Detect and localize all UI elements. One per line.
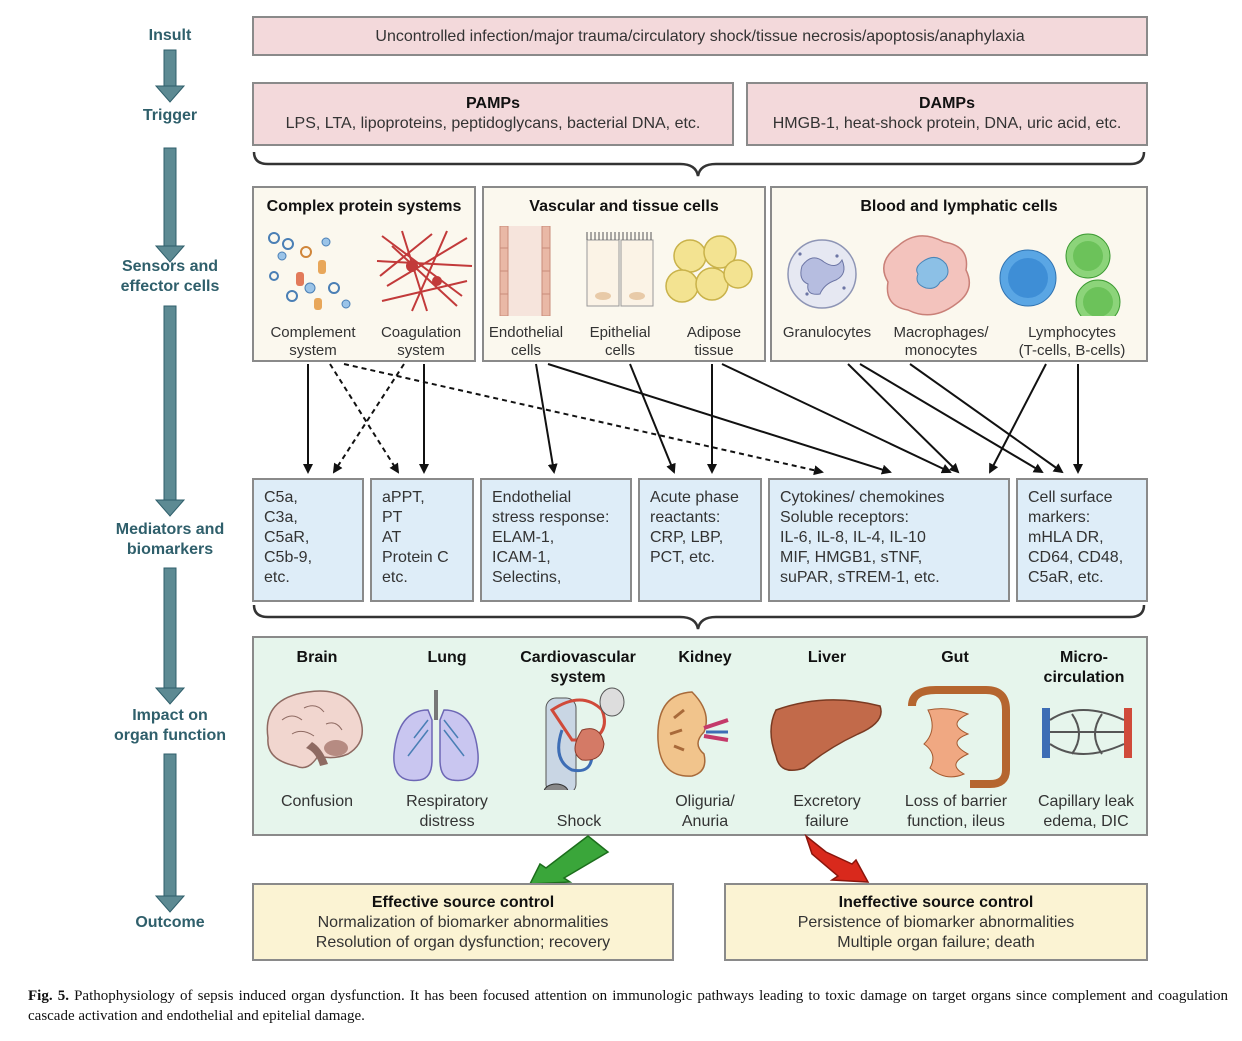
mediator-complement-box: C5a,C3a,C5aR,C5b-9,etc. bbox=[252, 478, 364, 602]
blood-lymphatic-title: Blood and lymphatic cells bbox=[860, 198, 1058, 215]
effective-outcome-box: Effective source control Normalization o… bbox=[252, 883, 674, 961]
sensor-mediator-arrows bbox=[303, 363, 1083, 476]
stage-arrow-sensors-mediators bbox=[154, 305, 186, 517]
organ-title-lung: Lung bbox=[427, 649, 467, 666]
macrophages-label: Macrophages/monocytes bbox=[893, 324, 989, 359]
organ-illustrations bbox=[266, 686, 1132, 790]
effective-outcome-title: Effective source control bbox=[371, 894, 555, 911]
kidney-icon bbox=[657, 691, 729, 777]
stage-arrow-trigger-sensors bbox=[154, 147, 186, 263]
liver-icon bbox=[770, 699, 882, 771]
stage-arrow-insult-trigger bbox=[154, 49, 186, 103]
bad-outcome-arrow bbox=[804, 834, 870, 883]
organ-title-liver: Liver bbox=[807, 649, 847, 666]
granulocyte-icon bbox=[787, 239, 857, 309]
organ-title-microcirculation: Micro-circulation bbox=[1043, 649, 1125, 686]
stage-arrow-mediators-impact bbox=[154, 567, 186, 705]
microcirculation-icon bbox=[1042, 708, 1132, 758]
figure-caption: Fig. 5. Pathophysiology of sepsis induce… bbox=[28, 986, 1228, 1026]
ineffective-outcome-box: Ineffective source control Persistence o… bbox=[724, 883, 1148, 961]
stage-impact-label: Impact on organ function bbox=[114, 707, 226, 744]
organ-title-brain: Brain bbox=[296, 649, 338, 666]
complex-protein-title: Complex protein systems bbox=[266, 198, 462, 215]
lymphocytes-label: Lymphocytes(T-cells, B-cells) bbox=[1018, 324, 1126, 359]
insult-box: Uncontrolled infection/major trauma/circ… bbox=[252, 16, 1148, 56]
lung-icon bbox=[393, 690, 479, 782]
stage-arrow-impact-outcome bbox=[154, 753, 186, 913]
lymphocyte-icon bbox=[999, 233, 1121, 316]
brace-mediators bbox=[252, 604, 1146, 630]
vascular-tissue-title: Vascular and tissue cells bbox=[529, 198, 719, 215]
damps-box: DAMPs HMGB-1, heat-shock protein, DNA, u… bbox=[746, 82, 1148, 146]
organ-effect-cardiovascular: Shock bbox=[556, 813, 602, 830]
organ-effect-kidney: Oliguria/Anuria bbox=[675, 793, 735, 830]
caption-label: Fig. 5. bbox=[28, 988, 69, 1004]
ineffective-outcome-title: Ineffective source control bbox=[838, 894, 1034, 911]
outcome-arrows bbox=[529, 834, 870, 884]
stage-insult-label: Insult bbox=[148, 27, 192, 44]
damps-text: HMGB-1, heat-shock protein, DNA, uric ac… bbox=[772, 115, 1122, 132]
complex-protein-box: Complex protein systems bbox=[252, 186, 476, 362]
adipose-icon bbox=[665, 235, 753, 303]
coagulation-icon bbox=[376, 230, 473, 312]
sensor-illustrations bbox=[268, 226, 1121, 316]
pamps-text: LPS, LTA, lipoproteins, peptidoglycans, … bbox=[285, 115, 701, 132]
stage-trigger-label: Trigger bbox=[142, 107, 198, 124]
organ-title-gut: Gut bbox=[941, 649, 969, 666]
complement-icon bbox=[268, 232, 351, 310]
epithelial-icon bbox=[586, 232, 654, 307]
endothelial-icon bbox=[499, 226, 551, 316]
brain-icon bbox=[266, 690, 363, 769]
stage-outcome-label: Outcome bbox=[135, 914, 205, 931]
granulocytes-label: Granulocytes bbox=[782, 324, 872, 341]
caption-text: Pathophysiology of sepsis induced organ … bbox=[28, 988, 1228, 1024]
stage-mediators-label: Mediators and biomarkers bbox=[115, 521, 225, 558]
pamps-box: PAMPs LPS, LTA, lipoproteins, peptidogly… bbox=[252, 82, 734, 146]
organ-effect-brain: Confusion bbox=[280, 793, 354, 810]
gut-icon bbox=[908, 686, 1010, 788]
stage-arrows bbox=[154, 49, 186, 913]
stage-sensors-label: Sensors and effector cells bbox=[120, 258, 220, 295]
organ-title-kidney: Kidney bbox=[678, 649, 732, 666]
insult-text: Uncontrolled infection/major trauma/circ… bbox=[375, 28, 1025, 45]
brace-trigger bbox=[252, 151, 1146, 177]
macrophage-icon bbox=[883, 235, 971, 316]
cardiovascular-icon bbox=[543, 687, 625, 790]
damps-title: DAMPs bbox=[918, 95, 975, 112]
pamps-title: PAMPs bbox=[466, 95, 520, 112]
good-outcome-arrow bbox=[529, 835, 610, 884]
